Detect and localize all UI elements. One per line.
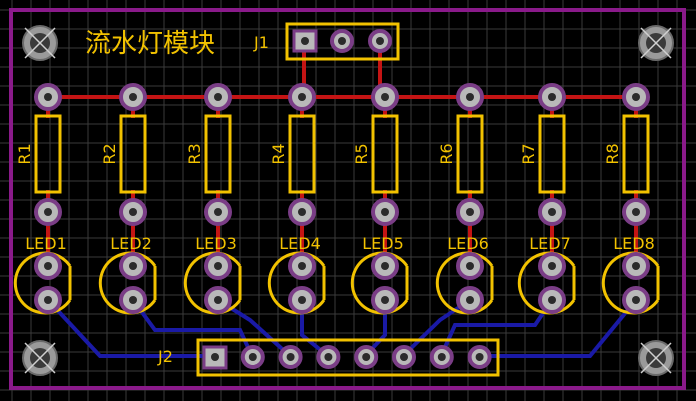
resistor-8-body[interactable] (622, 114, 650, 194)
resistor-4-hole-1 (298, 93, 306, 101)
resistor-6-hole-2 (466, 208, 474, 216)
resistor-3-body[interactable] (204, 114, 232, 194)
mounting-hole-4 (638, 340, 674, 376)
resistor-4-label: R4 (269, 143, 288, 164)
led-5-hole-2 (381, 296, 389, 304)
led-2-label: LED2 (110, 234, 152, 253)
resistor-4-body[interactable] (288, 114, 316, 194)
resistor-6-label: R6 (437, 143, 456, 164)
j2-pin6-hole (400, 353, 408, 361)
resistor-6-body[interactable] (456, 114, 484, 194)
j1-connector[interactable]: J1 (253, 22, 400, 61)
led-1-hole-1 (44, 262, 52, 270)
j2-pin5-hole (362, 353, 371, 361)
j1-pin1-hole (301, 37, 309, 45)
resistor-5-body[interactable] (371, 114, 399, 194)
led2-to-j2-trace (131, 298, 254, 357)
resistor-3-hole-2 (214, 208, 222, 216)
resistor-7-hole-1 (548, 93, 556, 101)
board-outline (9, 8, 686, 390)
led-7-label: LED7 (529, 234, 571, 253)
led-8-label: LED8 (613, 234, 655, 253)
led-5-hole-1 (381, 262, 389, 270)
resistor-7-body[interactable] (538, 114, 566, 194)
resistor-1-label: R1 (15, 143, 34, 164)
resistor-5-label: R5 (352, 143, 371, 164)
led-4-label: LED4 (279, 234, 321, 253)
j2-pin7-hole (437, 353, 446, 361)
j2-pin4-hole (324, 353, 333, 361)
resistor-1-hole-2 (44, 208, 52, 216)
resistor-6-hole-1 (466, 93, 474, 101)
j2-pin3-hole (286, 353, 295, 361)
board-title: 流水灯模块 (85, 29, 215, 59)
j2-connector[interactable]: J2 (157, 338, 500, 377)
led-3-hole-1 (214, 262, 222, 270)
resistor-2-hole-1 (129, 93, 137, 101)
led-6-hole-2 (466, 296, 474, 304)
resistor-7-hole-2 (548, 208, 556, 216)
resistor-2-label: R2 (100, 143, 119, 164)
j2-pin2-hole (248, 353, 257, 361)
resistor-2-body[interactable] (119, 114, 147, 194)
led-8-hole-1 (632, 262, 640, 270)
resistor-7-label: R7 (519, 143, 538, 164)
led-7-hole-1 (548, 262, 556, 270)
resistor-1-hole-1 (44, 93, 52, 101)
j2-pin1-hole (211, 353, 219, 361)
resistor-5-hole-1 (381, 93, 389, 101)
resistor-2-hole-2 (129, 208, 137, 216)
resistor-3-label: R3 (185, 143, 204, 164)
led8-to-j2-trace (480, 298, 638, 358)
j2-pin8-hole (475, 353, 484, 361)
resistor-3-hole-1 (214, 93, 222, 101)
j1-outline (285, 22, 400, 61)
resistor-1-body[interactable] (34, 114, 62, 194)
mounting-hole-2 (638, 25, 674, 61)
mounting-holes (22, 25, 674, 376)
mounting-hole-3 (22, 340, 58, 376)
led-8-hole-2 (632, 296, 640, 304)
led-2-hole-1 (129, 262, 137, 270)
resistor-4-hole-2 (298, 208, 306, 216)
led-6-hole-1 (466, 262, 474, 270)
led-7-hole-2 (548, 296, 556, 304)
led-1-label: LED1 (25, 234, 67, 253)
led-3-hole-2 (214, 296, 222, 304)
j1-label: J1 (253, 33, 269, 52)
resistor-8-hole-2 (632, 208, 640, 216)
led-4-hole-1 (298, 262, 306, 270)
led-5-label: LED5 (362, 234, 404, 253)
resistor-8-hole-1 (632, 93, 640, 101)
j2-outline (196, 338, 500, 377)
led-3-label: LED3 (195, 234, 237, 253)
resistor-8-label: R8 (603, 143, 622, 164)
j2-label: J2 (157, 347, 173, 366)
led-6-label: LED6 (447, 234, 489, 253)
mounting-hole-1 (22, 25, 58, 61)
j1-pin3-hole (376, 37, 384, 45)
led1-to-j2-trace (46, 298, 215, 358)
j1-pin2-hole (338, 37, 346, 45)
resistor-5-hole-2 (381, 208, 389, 216)
led-2-hole-2 (129, 296, 137, 304)
led-4-hole-2 (298, 296, 306, 304)
led-1-hole-2 (44, 296, 52, 304)
